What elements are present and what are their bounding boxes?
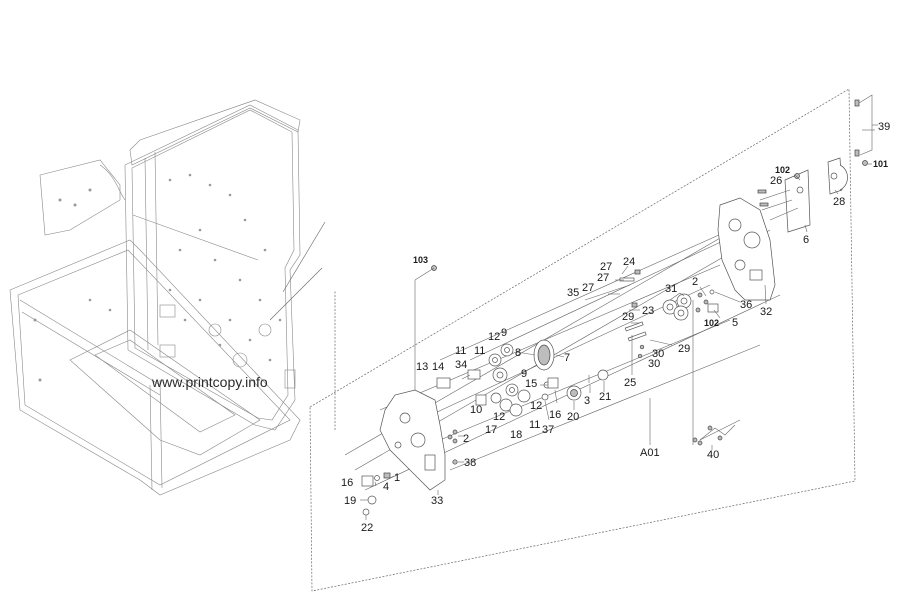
gear-cluster — [436, 343, 531, 417]
label-9b: 9 — [521, 368, 527, 380]
gear-7 — [533, 339, 555, 371]
shaft-29 — [627, 331, 647, 342]
assembly-boundary — [309, 88, 856, 592]
label-26: 26 — [770, 175, 782, 187]
harness-40 — [692, 424, 736, 446]
bushing-13-14 — [436, 377, 451, 389]
label-14: 14 — [432, 361, 444, 373]
label-18: 18 — [510, 429, 522, 441]
label-11c: 11 — [529, 419, 540, 431]
label-30b: 30 — [648, 358, 660, 370]
collar-36 — [709, 289, 715, 295]
label-22: 22 — [361, 522, 373, 534]
label-21: 21 — [599, 391, 611, 403]
gears-31 — [662, 293, 692, 321]
label-16-left: 16 — [341, 477, 353, 489]
label-38: 38 — [464, 457, 476, 469]
label-11b: 11 — [474, 345, 485, 357]
label-30a: 30 — [652, 348, 664, 360]
label-102-b: 102 — [704, 318, 719, 328]
label-13: 13 — [416, 361, 428, 373]
label-23: 23 — [642, 305, 654, 317]
bushing-16 — [361, 475, 374, 487]
screw-102 — [794, 173, 800, 179]
label-4: 4 — [383, 481, 389, 493]
label-17: 17 — [485, 424, 497, 436]
bracket-6 — [759, 169, 811, 233]
label-12a: 12 — [488, 331, 500, 343]
label-2-left: 2 — [463, 433, 469, 445]
label-27c: 27 — [582, 282, 594, 294]
sensor-5 — [707, 303, 719, 313]
spring-23 — [631, 302, 638, 308]
right-gearbox-plate-32 — [717, 197, 776, 301]
spring-26 — [759, 202, 769, 207]
spring-24 — [634, 269, 641, 275]
pin-27 — [619, 277, 635, 282]
label-29a: 29 — [622, 311, 634, 323]
label-12c: 12 — [493, 411, 505, 423]
label-16-center: 16 — [549, 409, 561, 421]
label-2-right: 2 — [692, 276, 698, 288]
label-3: 3 — [584, 395, 590, 407]
machine-frame — [9, 99, 301, 496]
washer-4 — [374, 475, 380, 481]
label-6: 6 — [803, 234, 809, 246]
screw-101 — [862, 160, 868, 166]
bushing-10 — [475, 394, 487, 406]
label-39: 39 — [878, 121, 890, 133]
label-10: 10 — [470, 404, 482, 416]
label-24: 24 — [623, 256, 635, 268]
label-102: 102 — [775, 165, 790, 175]
label-20: 20 — [567, 411, 579, 423]
label-9a: 9 — [501, 327, 507, 339]
gear-21 — [597, 369, 609, 381]
spring-1 — [383, 472, 391, 479]
harness-39 — [854, 94, 878, 157]
label-103: 103 — [413, 255, 428, 265]
label-35: 35 — [567, 287, 579, 299]
motor-28 — [827, 157, 848, 195]
label-27b: 27 — [597, 272, 609, 284]
bushing-34 — [467, 369, 481, 380]
label-29b: 29 — [678, 343, 690, 355]
label-40: 40 — [707, 449, 719, 461]
label-28: 28 — [833, 196, 845, 208]
shaft-29 — [624, 321, 644, 332]
label-34: 34 — [455, 359, 467, 371]
label-32: 32 — [760, 306, 772, 318]
label-27a: 27 — [600, 261, 612, 273]
cap-22 — [362, 508, 370, 516]
gear-19 — [367, 495, 377, 505]
label-12b: 12 — [530, 400, 542, 412]
label-36: 36 — [740, 299, 752, 311]
bushing-16 — [547, 377, 559, 389]
label-7: 7 — [564, 352, 570, 364]
label-a01: A01 — [640, 447, 660, 459]
label-1: 1 — [394, 472, 400, 484]
label-11a: 11 — [455, 345, 466, 357]
watermark: www.printcopy.info — [151, 374, 268, 390]
washer-37 — [541, 393, 549, 401]
part-labels: 39 101 102 26 28 6 32 36 5 102 2 31 24 2… — [341, 121, 890, 534]
label-37: 37 — [542, 424, 554, 436]
label-15: 15 — [525, 378, 537, 390]
label-19: 19 — [344, 495, 356, 507]
left-gearbox-plate-33 — [379, 389, 446, 491]
label-33: 33 — [431, 495, 443, 507]
label-8: 8 — [515, 347, 521, 359]
label-25: 25 — [624, 377, 636, 389]
label-101: 101 — [873, 159, 888, 169]
label-5: 5 — [732, 317, 738, 329]
spring-26 — [757, 189, 767, 194]
label-31: 31 — [665, 283, 677, 295]
leader-lines — [360, 129, 875, 520]
